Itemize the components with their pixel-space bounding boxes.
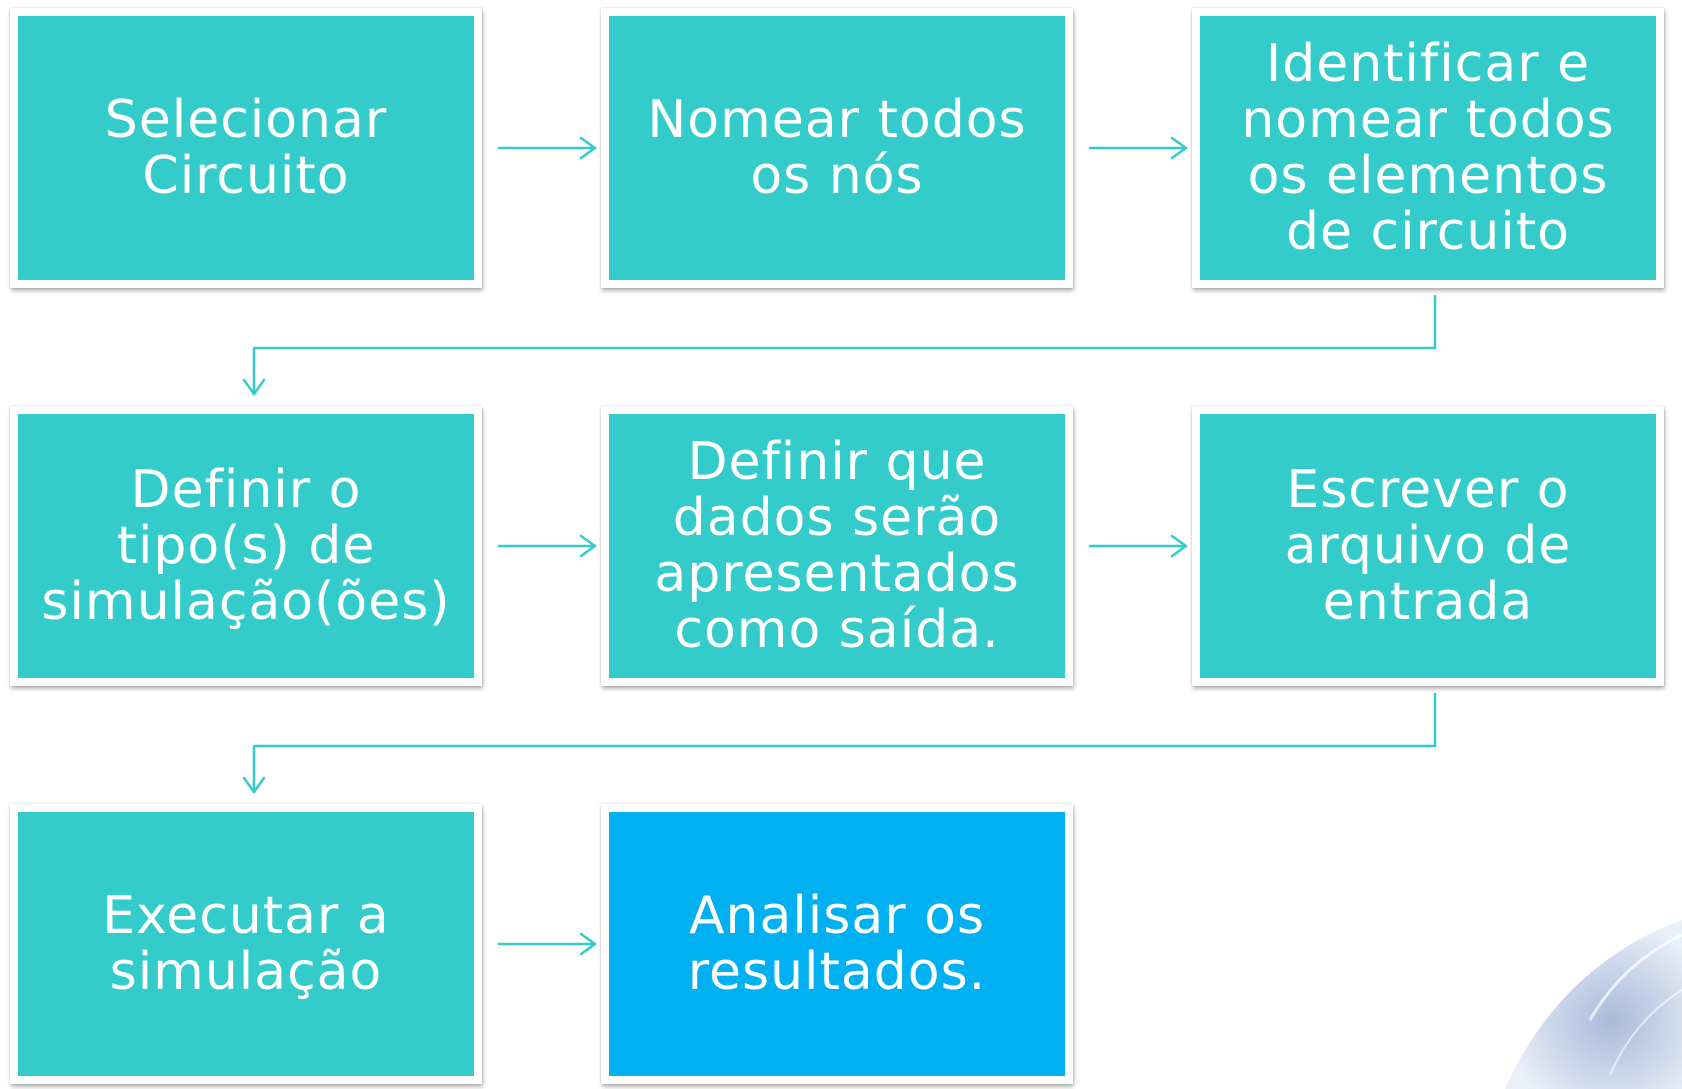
- step-name-nodes: Nomear todos os nós: [601, 8, 1073, 288]
- step-analyze-results: Analisar os resultados.: [601, 804, 1073, 1084]
- step-identify-elements: Identificar e nomear todos os elementos …: [1192, 8, 1664, 288]
- step-label: Definir o tipo(s) de simulação(ões): [41, 460, 451, 632]
- step-run-simulation: Executar a simulação: [10, 804, 482, 1084]
- step-label: Nomear todos os nós: [647, 90, 1027, 206]
- arrow-step6-to-step7: [242, 692, 1437, 794]
- step-label: Selecionar Circuito: [104, 90, 388, 206]
- step-select-circuit: Selecionar Circuito: [10, 8, 482, 288]
- arrow-step5-to-step6: [1088, 534, 1188, 558]
- step-define-simulation-type: Definir o tipo(s) de simulação(ões): [10, 406, 482, 686]
- step-label: Definir que dados serão apresentados com…: [654, 432, 1020, 660]
- arrow-step3-to-step4: [242, 294, 1437, 396]
- step-label: Escrever o arquivo de entrada: [1284, 460, 1572, 632]
- arrow-step4-to-step5: [497, 534, 597, 558]
- arrow-step1-to-step2: [497, 136, 597, 160]
- step-label: Analisar os resultados.: [687, 886, 987, 1002]
- step-define-output-data: Definir que dados serão apresentados com…: [601, 406, 1073, 686]
- step-label: Executar a simulação: [102, 886, 390, 1002]
- arrow-step2-to-step3: [1088, 136, 1188, 160]
- step-label: Identificar e nomear todos os elementos …: [1241, 34, 1615, 262]
- step-write-input-file: Escrever o arquivo de entrada: [1192, 406, 1664, 686]
- arrow-step7-to-step8: [497, 932, 597, 956]
